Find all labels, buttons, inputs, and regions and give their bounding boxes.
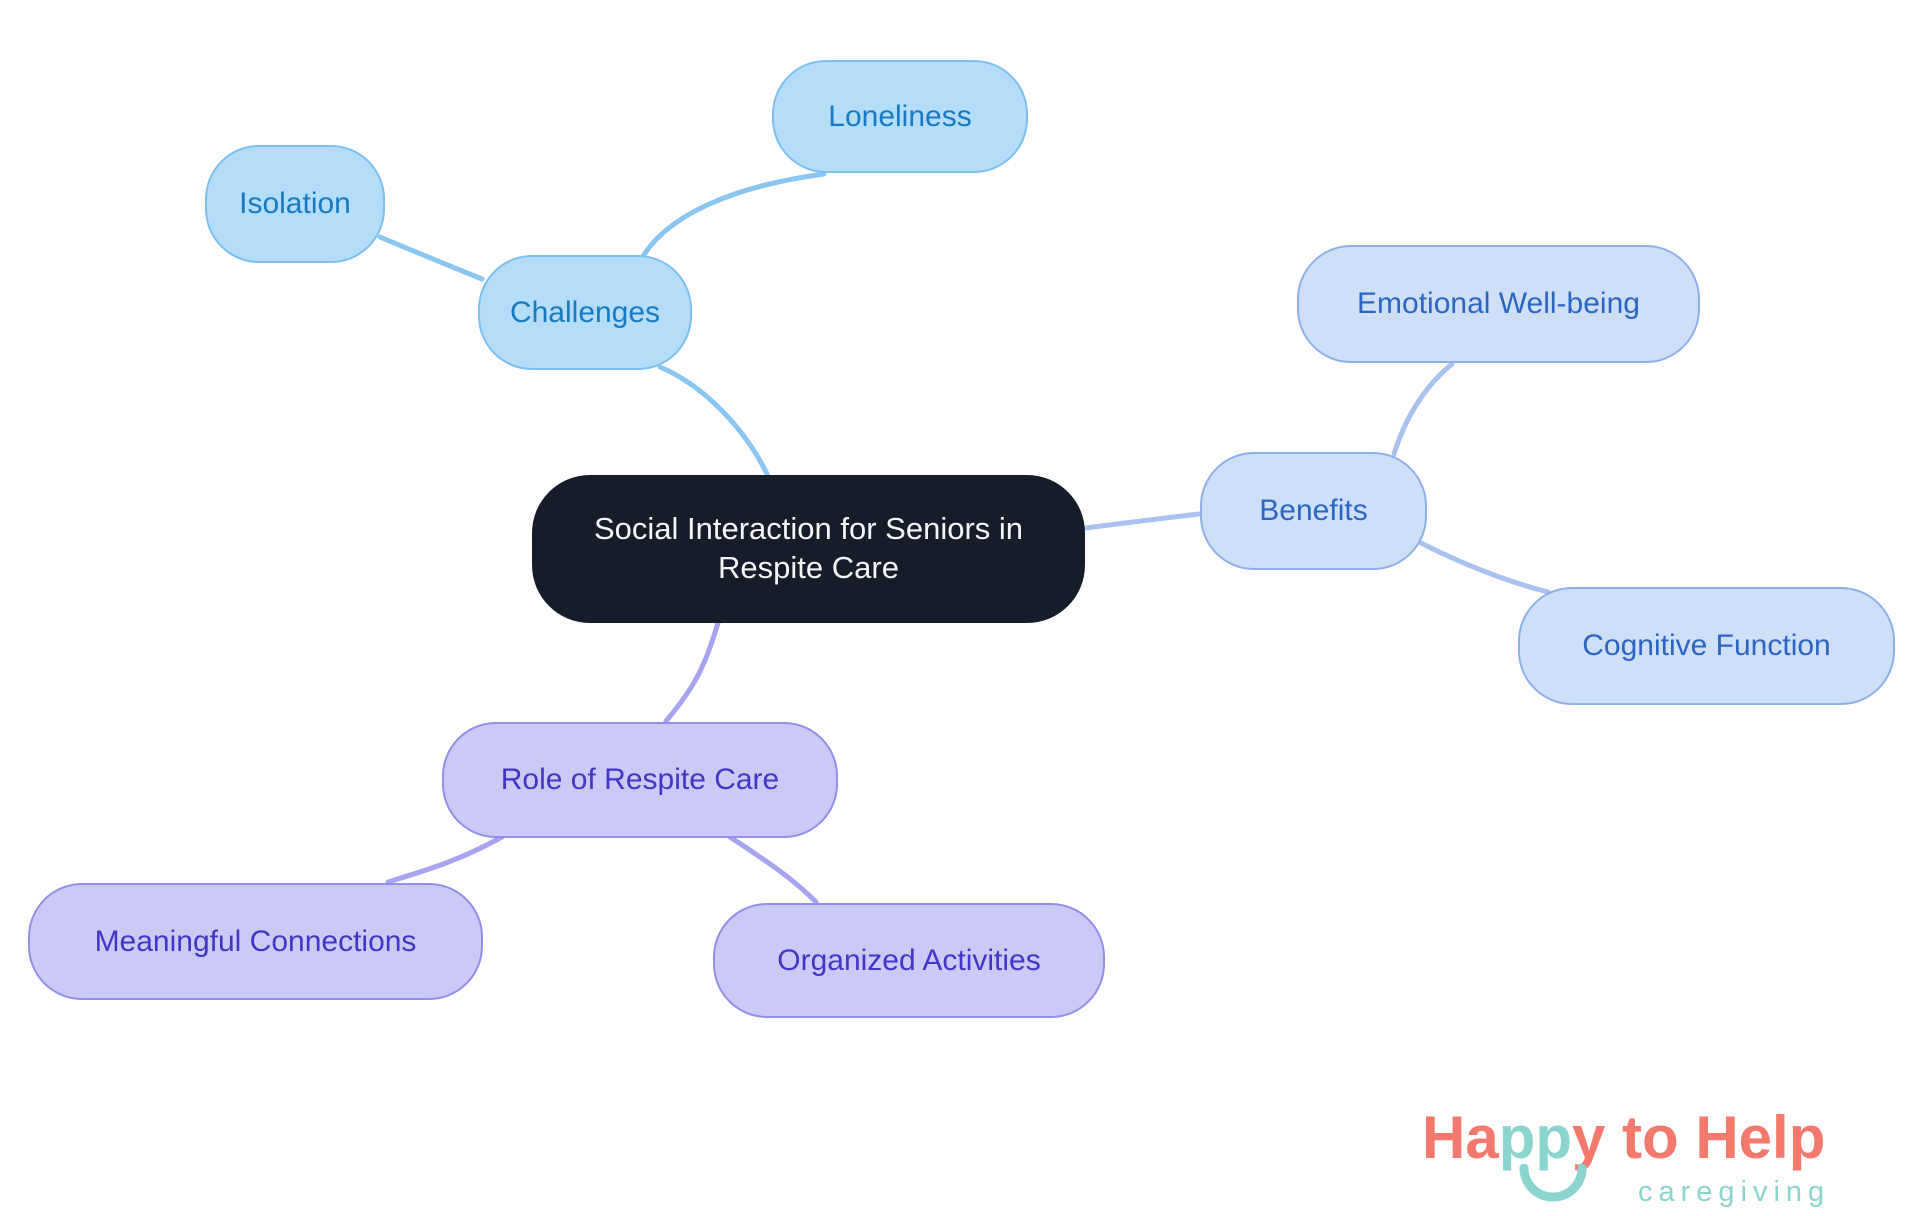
child-node-cognitive-function-label: Cognitive Function: [1582, 629, 1831, 663]
edge-loneliness-challenges: [639, 171, 827, 261]
child-node-organized-activities-label: Organized Activities: [777, 943, 1041, 977]
logo-tagline: caregiving: [1638, 1176, 1831, 1208]
logo-text-pp: pp: [1498, 1104, 1573, 1171]
branch-node-challenges: Challenges: [478, 255, 692, 370]
edge-isolation-challenges: [377, 234, 485, 282]
edge-benefits-emotional: [1391, 361, 1455, 457]
branch-node-challenges-label: Challenges: [509, 295, 661, 329]
edge-challenges-root: [657, 364, 771, 479]
child-node-isolation-label: Isolation: [239, 187, 351, 221]
edge-role-organized: [727, 834, 819, 905]
happy-to-help-logo: Happy to Help caregiving: [1422, 1106, 1892, 1216]
root-node: Social Interaction for Seniors in Respit…: [532, 475, 1085, 623]
child-node-loneliness: Loneliness: [772, 60, 1028, 173]
child-node-emotional-well-being-label: Emotional Well-being: [1357, 287, 1640, 321]
logo-text-ha: Ha: [1422, 1104, 1499, 1171]
branch-node-benefits: Benefits: [1200, 452, 1427, 570]
edge-root-benefits: [1083, 511, 1202, 531]
branch-node-role-of-respite-care: Role of Respite Care: [442, 722, 838, 838]
logo-wordmark: Happy to Help: [1422, 1106, 1892, 1170]
child-node-emotional-well-being: Emotional Well-being: [1297, 245, 1700, 363]
smile-icon: [1519, 1164, 1587, 1202]
child-node-isolation: Isolation: [205, 145, 385, 263]
child-node-meaningful-connections-label: Meaningful Connections: [94, 924, 417, 958]
branch-node-role-of-respite-care-label: Role of Respite Care: [500, 763, 780, 797]
branch-node-benefits-label: Benefits: [1259, 494, 1368, 528]
root-node-label: Social Interaction for Seniors in Respit…: [593, 511, 1024, 585]
edge-role-meaningful: [385, 834, 505, 885]
logo-text-y-to-help: y to Help: [1572, 1104, 1826, 1171]
child-node-loneliness-label: Loneliness: [828, 99, 972, 133]
edge-benefits-cognitive: [1418, 540, 1551, 595]
edge-root-role: [663, 620, 721, 724]
child-node-cognitive-function: Cognitive Function: [1518, 587, 1895, 705]
child-node-meaningful-connections: Meaningful Connections: [28, 883, 483, 1000]
child-node-organized-activities: Organized Activities: [713, 903, 1105, 1018]
